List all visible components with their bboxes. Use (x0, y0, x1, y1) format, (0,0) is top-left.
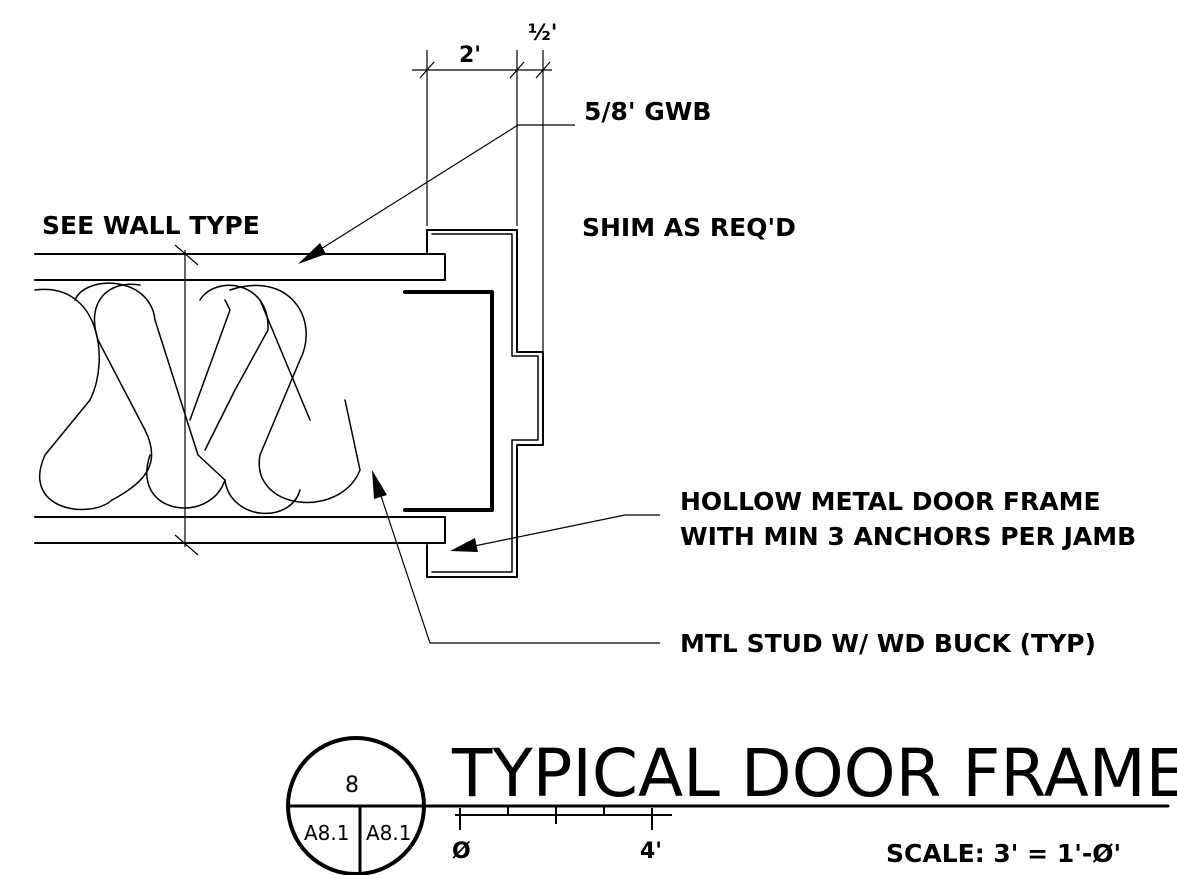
hollow-metal-door-frame (426, 229, 544, 578)
leaders (298, 124, 660, 644)
callout-wall-type: SEE WALL TYPE (42, 211, 260, 240)
batt-insulation (34, 282, 361, 515)
dimension-string: 2' ½' (412, 21, 558, 355)
wall-assembly (34, 244, 446, 556)
scale-bar-end-label: 4' (640, 839, 662, 864)
metal-stud (403, 290, 494, 512)
callout-frame-line-1: HOLLOW METAL DOOR FRAME (680, 487, 1101, 516)
callout-stud: MTL STUD W/ WD BUCK (TYP) (680, 629, 1096, 658)
callout-frame-line-2: WITH MIN 3 ANCHORS PER JAMB (680, 522, 1136, 551)
dimension-shim-gap: ½' (528, 21, 558, 46)
sheet-ref-left: A8.1 (304, 821, 350, 845)
scale-note: SCALE: 3' = 1'-Ø' (886, 839, 1121, 868)
graphic-scale-bar: Ø 4' (452, 806, 672, 864)
dimension-stud-depth: 2' (459, 43, 481, 68)
gypsum-board-bottom (34, 516, 446, 544)
detail-number: 8 (345, 773, 359, 798)
title-block: 8 A8.1 A8.1 TYPICAL DOOR FRAME Ø 4' SCAL… (286, 735, 1177, 875)
callout-shim: SHIM AS REQ'D (582, 213, 796, 242)
callouts: 5/8' GWB SEE WALL TYPE SHIM AS REQ'D HOL… (42, 97, 1136, 658)
scale-bar-start-label: Ø (452, 839, 471, 864)
sheet-ref-right: A8.1 (366, 821, 412, 845)
callout-gwb: 5/8' GWB (584, 97, 711, 126)
gypsum-board-top (34, 253, 446, 281)
drawing-title: TYPICAL DOOR FRAME (451, 735, 1177, 812)
